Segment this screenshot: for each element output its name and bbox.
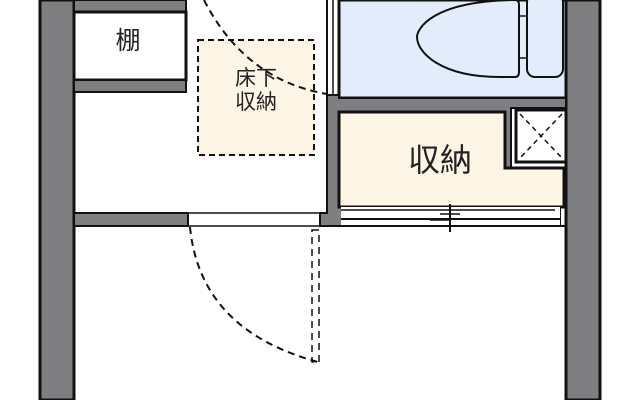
underfloor-storage-area: [197, 39, 315, 156]
storage-sliding-door[interactable]: [341, 204, 560, 232]
left-exterior-wall: [38, 0, 76, 400]
top-wall-segment: [73, 0, 187, 13]
room-doorway[interactable]: [188, 212, 320, 227]
hallway-bottom-wall: [73, 212, 189, 227]
right-exterior-wall: [564, 0, 602, 400]
shelf-area: [72, 10, 188, 82]
toilet-bowl-icon: [415, 0, 521, 78]
toilet-room: [337, 0, 568, 100]
toilet-tank-icon: [526, 0, 564, 78]
floor-drain-icon: [514, 108, 568, 164]
shelf-bottom-wall: [73, 79, 187, 93]
room-door-swing: [189, 226, 320, 363]
storage-area: [337, 110, 566, 209]
